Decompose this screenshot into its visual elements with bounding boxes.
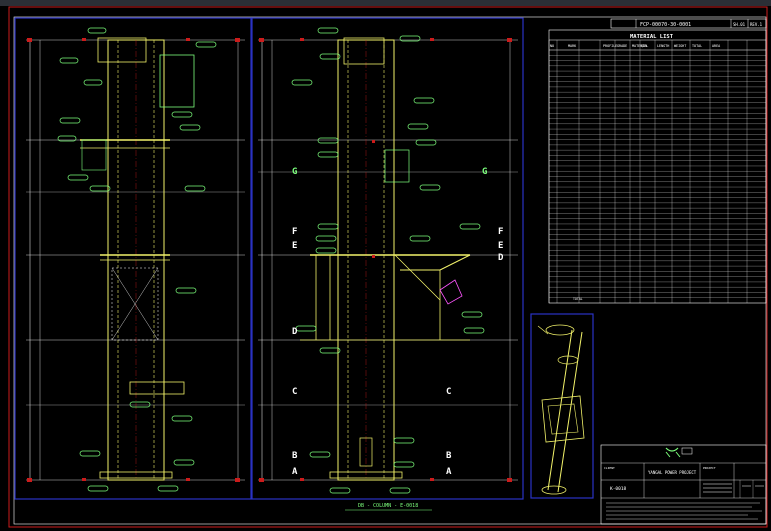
sheet-number: SH.01: [733, 22, 746, 27]
drawing-number: FCP-00070-30-0001: [640, 22, 691, 28]
section-marker-right[interactable]: A: [446, 467, 452, 477]
revision-table: [703, 483, 764, 493]
section-marker-left[interactable]: C: [292, 387, 297, 397]
section-marker-right[interactable]: G: [482, 167, 487, 177]
material-list-title: MATERIAL LIST: [630, 34, 674, 40]
left-callouts: [57, 27, 217, 492]
viewport-3d-view[interactable]: [530, 313, 594, 499]
section-marker-left[interactable]: D: [292, 327, 298, 337]
right-elevation-drawing: [258, 37, 518, 482]
viewport-left-elevation[interactable]: [14, 17, 252, 500]
client-label: CLIENT: [604, 466, 615, 470]
section-cut-markers: G F E D C B A G F E D C B A: [292, 167, 504, 477]
left-elevation-drawing: [26, 37, 245, 482]
material-list-header-cell: GRADE: [617, 44, 627, 48]
material-list-header-cell: MARK: [568, 44, 577, 48]
project-label: PROJECT: [703, 466, 716, 470]
section-marker-right[interactable]: B: [446, 451, 452, 461]
view-title: DB - COLUMN - E-0018: [358, 503, 418, 509]
viewport-right-elevation[interactable]: [251, 17, 524, 500]
section-marker-right[interactable]: C: [446, 387, 451, 397]
material-list-header-cell: QTY: [641, 44, 647, 48]
title-block-notes: [606, 502, 762, 520]
company-name: YANGAL POWER PROJECT: [648, 470, 697, 475]
section-marker-left[interactable]: E: [292, 241, 297, 251]
title-block[interactable]: CLIENT YANGAL POWER PROJECT PROJECT K-00…: [600, 444, 767, 525]
material-list-header-cell: PROFILE: [603, 44, 617, 48]
revision-number: REV.1: [750, 22, 763, 27]
material-list-header-cell: LENGTH: [657, 44, 669, 48]
section-marker-left[interactable]: F: [292, 227, 297, 237]
company-logo: [665, 447, 693, 458]
window-top-bar: [0, 0, 771, 6]
material-list-header-cell: AREA: [712, 44, 720, 48]
material-list-grid: [548, 40, 767, 303]
section-marker-right[interactable]: F: [498, 227, 503, 237]
material-list-header-cell: MATERIAL: [632, 44, 648, 48]
iso-3d-view-drawing: [537, 324, 585, 495]
title-strip: FCP-00070-30-0001 SH.01 REV.1: [610, 18, 767, 29]
material-list-total-label: TOTAL: [573, 297, 583, 301]
sheet-inner-border: [13, 16, 767, 525]
right-callouts: [291, 27, 485, 494]
material-list-header-cell: NO: [550, 44, 554, 48]
section-marker-right[interactable]: D: [498, 253, 504, 263]
material-list-header-cell: TOTAL: [692, 44, 702, 48]
section-marker-left[interactable]: B: [292, 451, 298, 461]
section-marker-left[interactable]: A: [292, 467, 298, 477]
sheet-frame: [8, 6, 768, 528]
drawing-reference: K-0018: [610, 486, 627, 492]
material-list-header-cell: WEIGHT: [674, 44, 686, 48]
section-marker-right[interactable]: E: [498, 241, 503, 251]
section-marker-left[interactable]: G: [292, 167, 297, 177]
